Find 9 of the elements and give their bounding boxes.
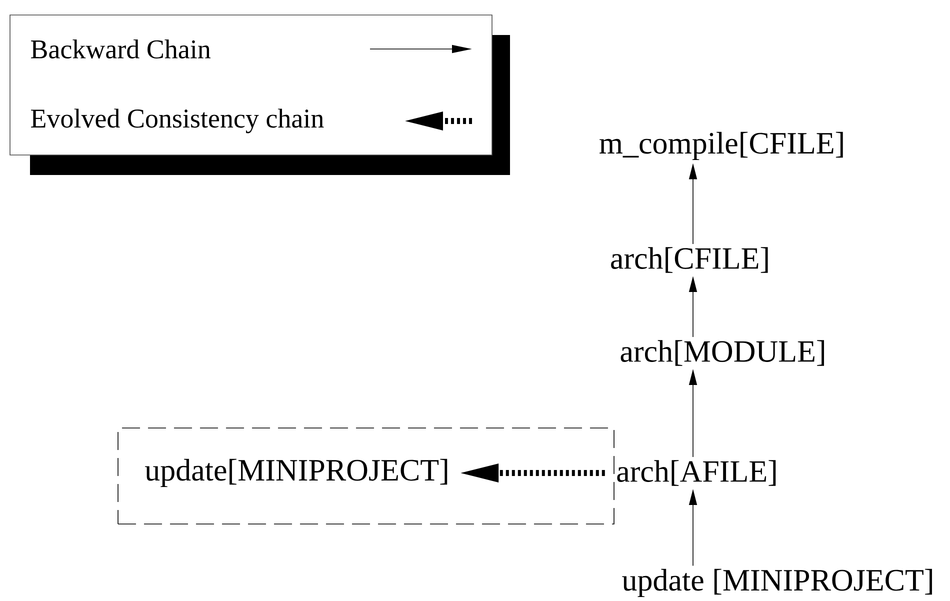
node-label: arch[AFILE] — [617, 460, 776, 486]
node-label: m_compile[CFILE] — [600, 132, 843, 160]
legend-label: Backward Chain — [31, 39, 211, 58]
node-label: arch[CFILE] — [611, 247, 768, 273]
node-label: update [MINIPROJECT] — [622, 568, 932, 598]
legend-label: Evolved Consistency chain — [31, 108, 324, 134]
node-label: arch[MODULE] — [620, 340, 824, 366]
dashed-box — [118, 428, 614, 524]
node-label: update[MINIPROJECT] — [145, 458, 448, 488]
